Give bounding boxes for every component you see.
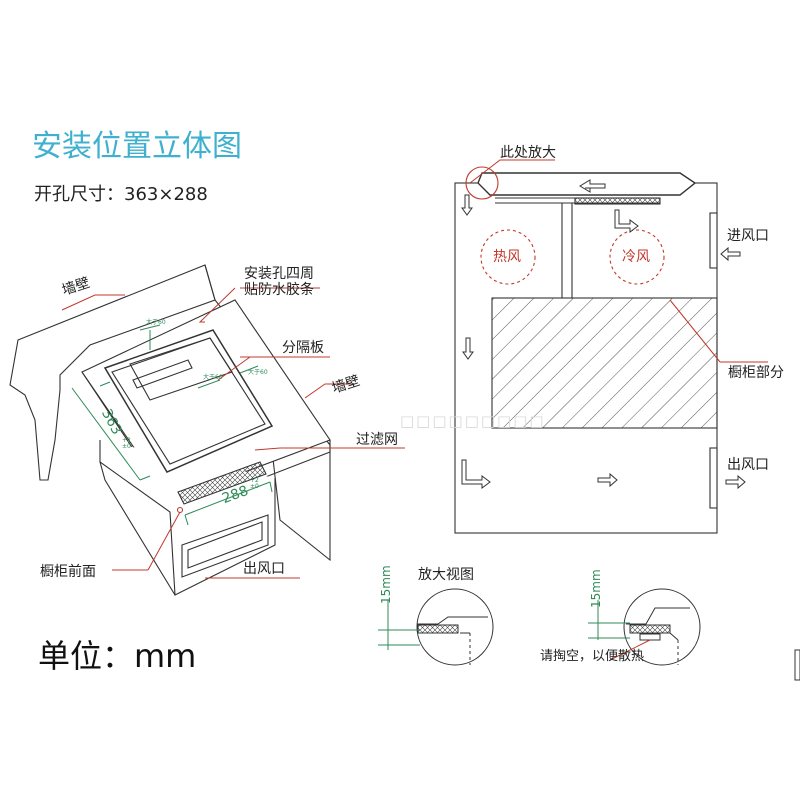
detail-left (378, 588, 494, 666)
cutout-size: 开孔尺寸：363×288 (34, 184, 208, 205)
left-dimensions (71, 324, 273, 526)
label-inlet: 进风口 (727, 228, 769, 244)
detail-note: 请掏空，以便散热 (540, 649, 645, 664)
unit-label: 单位：mm (38, 637, 197, 675)
label-cold-air: 冷风 (622, 249, 650, 265)
page-title: 安装位置立体图 (32, 129, 242, 164)
airflow-arrows (461, 179, 746, 490)
label-outlet-left: 出风口 (243, 561, 285, 577)
dim-288-tolerance: +2 ±0 (250, 477, 259, 490)
dim-363-tolerance: +2 ±0 (122, 437, 131, 450)
label-hot-air: 热风 (493, 249, 521, 265)
cooktop (103, 329, 274, 473)
detail-right (588, 588, 701, 666)
detail-dim-left: 15mm (379, 565, 393, 604)
detail-title: 放大视图 (418, 567, 474, 583)
label-waterproof-tape: 安装孔四周 贴防水胶条 (244, 266, 314, 299)
outlet-opening (181, 514, 269, 578)
gt60-right: 大于60 (248, 369, 268, 376)
label-cabinet-front: 橱柜前面 (40, 564, 96, 580)
label-enlarge-here: 此处放大 (500, 145, 556, 161)
filter-mesh (177, 461, 267, 505)
label-cabinet-part: 橱柜部分 (728, 365, 784, 381)
cabinet-part-hatch (491, 297, 718, 429)
detail-dim-right: 15mm (589, 569, 603, 608)
label-divider: 分隔板 (282, 340, 324, 356)
section-view (454, 166, 718, 534)
watermark: □□□□□□□□□ (400, 412, 546, 430)
right-leaders (469, 159, 768, 363)
hot-air-circle (480, 229, 536, 285)
label-filter: 过滤网 (356, 432, 398, 448)
label-outlet-right: 出风口 (727, 457, 769, 473)
isometric-view (9, 264, 331, 596)
gt60-top: 大于60 (146, 319, 166, 326)
cold-air-circle (609, 229, 665, 285)
left-leaders (61, 287, 405, 579)
gt60-middle: 大于60 (203, 374, 223, 381)
